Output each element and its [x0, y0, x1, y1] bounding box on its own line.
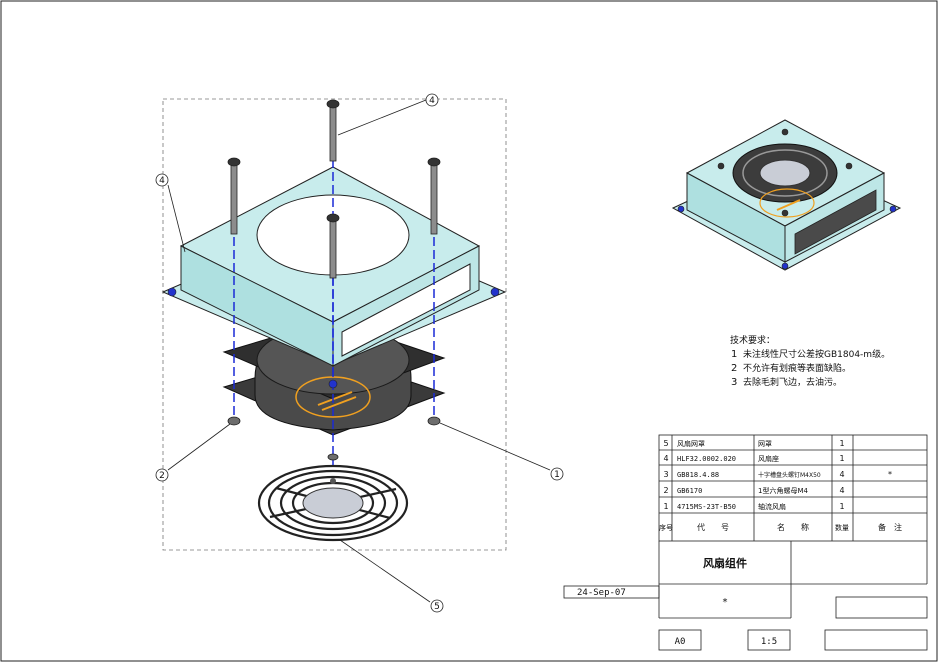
bom-header-code: 代 号 [697, 522, 729, 532]
balloon-2: 2 [155, 468, 169, 482]
bom-row-2-code: GB6170 [677, 487, 702, 495]
bom-row-1-code: 4715MS-23T-B50 [677, 503, 736, 511]
fan-guard-hub [330, 478, 336, 484]
svg-text:4: 4 [159, 176, 165, 186]
bom-row-3-name: 十字槽盘头螺钉M4X50 [758, 471, 821, 479]
bom-row-3-no: 3 [663, 470, 668, 479]
assembled-guard-center [759, 159, 811, 187]
drawing-scale: 1:5 [761, 637, 777, 647]
bom-table [658, 434, 928, 542]
nuts [227, 416, 441, 461]
bom-row-4-qty: 1 [839, 454, 844, 463]
fan-holder-cutout [341, 263, 471, 357]
assembled-view [671, 119, 902, 271]
tech-requirements: 技术要求： 1 未注线性尺寸公差按GB1804-m级。 2 不允许有划痕等表面缺… [730, 334, 890, 388]
tech-req-3-num: 3 [731, 377, 737, 388]
bom-row-4-code: HLF32.0002.020 [677, 455, 736, 463]
tech-requirements-title: 技术要求： [730, 334, 775, 346]
flange-holes [167, 287, 500, 389]
exploded-view-frame [162, 98, 507, 551]
bom-rows: 5 风扇网罩 网罩 1 4 HLF32.0002.020 风扇座 1 3 GB8… [659, 439, 902, 532]
svg-text:1: 1 [554, 470, 560, 480]
balloon-5: 5 [430, 599, 444, 613]
bom-row-1-qty: 1 [839, 502, 844, 511]
bom-row-3-qty: 4 [839, 470, 844, 479]
tech-req-2-num: 2 [731, 363, 737, 374]
tech-req-2-text: 不允许有划痕等表面缺陷。 [743, 362, 851, 374]
bom-header-qty: 数量 [835, 523, 849, 532]
bom-header-name: 名 称 [777, 522, 809, 532]
bom-row-2-name: 1型六角螺母M4 [758, 486, 808, 495]
tech-req-1-num: 1 [731, 349, 737, 360]
fan-label [317, 391, 357, 411]
bom-row-4-name: 风扇座 [758, 454, 779, 463]
leader-lines [167, 99, 551, 603]
tech-req-1-text: 未注线性尺寸公差按GB1804-m级。 [743, 348, 890, 360]
bom-row-3-code: GB818.4.88 [677, 471, 719, 479]
balloon-4-top: 4 [425, 93, 439, 107]
title-block [563, 541, 928, 651]
bom-row-5-qty: 1 [839, 439, 844, 448]
bom-row-2-no: 2 [663, 486, 668, 495]
bom-row-5-no: 5 [663, 439, 668, 448]
sheet-code: A0 [675, 637, 686, 647]
bom-header-no: 序号 [659, 523, 673, 532]
balloon-4-left: 4 [155, 173, 169, 187]
balloon-1: 1 [550, 467, 564, 481]
assembled-holes [677, 128, 897, 270]
tech-req-3-text: 去除毛刺飞边，去油污。 [743, 376, 842, 388]
svg-text:2: 2 [159, 471, 165, 481]
assembled-cutout [794, 189, 877, 255]
drawing-date: 24-Sep-07 [577, 588, 626, 598]
bom-row-1-name: 轴流风扇 [758, 502, 786, 511]
bom-row-3-note: * [888, 470, 892, 479]
material-value: * [723, 597, 728, 608]
assembled-label-highlight [759, 188, 815, 218]
assembled-guard-ring [742, 149, 828, 197]
bom-row-2-qty: 4 [839, 486, 844, 495]
bom-row-1-no: 1 [663, 502, 668, 511]
fan-guard-center [302, 487, 364, 519]
assembled-label [776, 199, 801, 211]
exploded-view: 4 4 2 1 5 [155, 93, 564, 613]
bom-row-5-code: 风扇网罩 [677, 439, 705, 448]
bom-header-note: 备 注 [878, 522, 902, 532]
svg-text:5: 5 [434, 602, 440, 612]
bom-row-4-no: 4 [663, 454, 668, 463]
screws [227, 99, 441, 279]
drawing-title: 风扇组件 [703, 556, 747, 570]
svg-text:4: 4 [429, 96, 435, 106]
bom-row-5-name: 网罩 [758, 440, 772, 448]
